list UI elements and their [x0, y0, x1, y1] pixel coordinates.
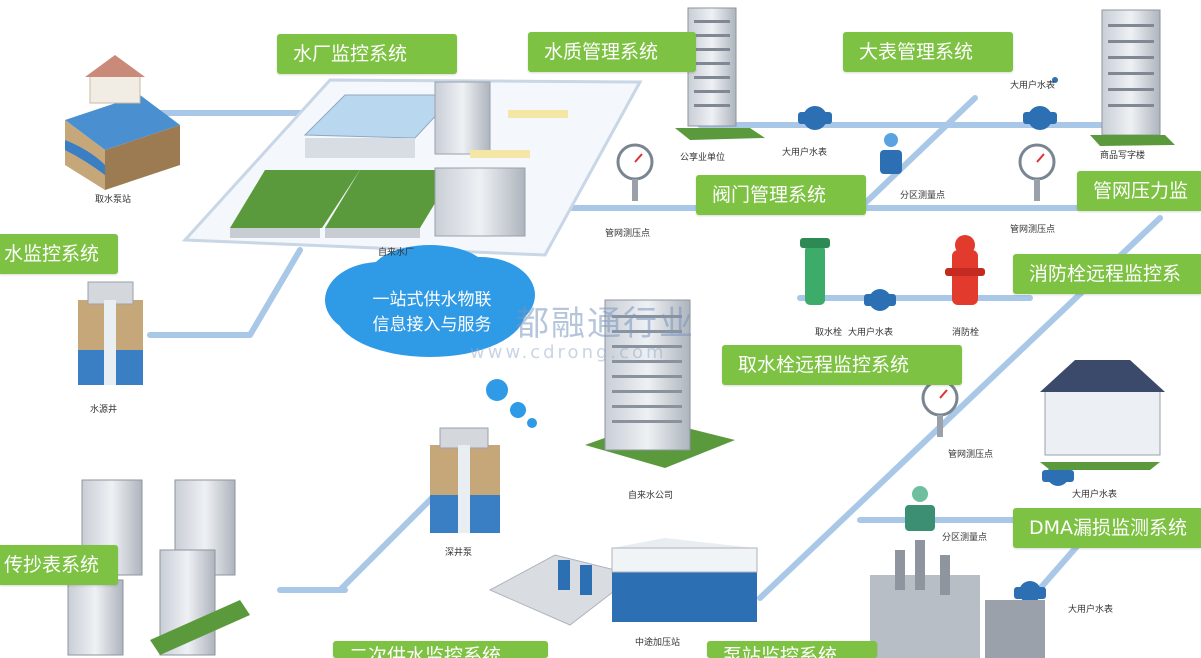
water-well-caption: 水源井	[90, 405, 118, 415]
secondary-supply-system-label[interactable]: 二次供水监控系统	[333, 641, 548, 658]
watermark-text: 都融通行业	[515, 304, 695, 344]
pipe-pressure-point-caption-3: 管网测压点	[948, 450, 994, 460]
water-monitor-system-label[interactable]: 水监控系统	[0, 234, 118, 274]
cloud-text-line1: 一站式供水物联	[372, 290, 492, 310]
remote-meter-system-label[interactable]: 传抄表系统	[0, 545, 118, 585]
intake-hydrant-system-label[interactable]: 取水栓远程监控系统	[722, 345, 962, 385]
fire-hydrant-caption: 消防栓	[952, 328, 980, 338]
cloud-shape	[325, 245, 537, 428]
water-quality-system-label[interactable]: 水质管理系统	[528, 32, 696, 72]
zone-metering-caption-1: 分区测量点	[900, 191, 946, 201]
big-user-meter-caption-2: 大用户水表	[1010, 81, 1056, 91]
relay-pump-station-caption: 中途加压站	[635, 638, 681, 648]
hydrant-icons	[800, 235, 985, 305]
pipe-pressure-point-caption-1: 管网测压点	[605, 229, 651, 239]
pipe-pressure-system-label[interactable]: 管网压力监	[1077, 171, 1201, 211]
big-meter-system-label[interactable]: 大表管理系统	[843, 32, 1013, 72]
watermark-url: www.cdrong.com	[470, 342, 667, 363]
zone-metering-icons	[880, 133, 935, 531]
residential-buildings	[67, 479, 250, 656]
dma-system-label[interactable]: DMA漏损监测系统	[1013, 508, 1201, 548]
industrial-plant	[870, 540, 1045, 658]
commercial-building-caption: 商品写字楼	[1100, 151, 1146, 161]
cloud-text-line2: 信息接入与服务	[372, 315, 492, 335]
well-illustrations	[78, 281, 500, 533]
big-user-meter-icons	[798, 77, 1074, 603]
water-company-building	[585, 299, 735, 468]
big-user-meter-caption-1: 大用户水表	[782, 148, 828, 158]
water-plant-caption: 自来水厂	[378, 248, 415, 258]
zone-metering-caption-2: 分区测量点	[942, 533, 988, 543]
pipe-pressure-point-caption-2: 管网测压点	[1010, 225, 1056, 235]
public-institution-building	[675, 7, 765, 140]
water-plant-illustration	[181, 78, 643, 257]
commercial-building	[1090, 9, 1175, 146]
relay-pump-station	[488, 538, 758, 626]
intake-hydrant-caption: 取水栓	[815, 328, 843, 338]
big-user-meter-caption-4: 大用户水表	[1072, 490, 1118, 500]
water-plant-system-label[interactable]: 水厂监控系统	[277, 34, 457, 74]
big-user-meter-caption-5: 大用户水表	[1068, 605, 1114, 615]
water-company-caption: 自来水公司	[628, 491, 674, 501]
public-institution-caption: 公享业单位	[680, 153, 726, 163]
intake-pump-station-illustration	[65, 55, 180, 190]
fire-hydrant-system-label[interactable]: 消防栓远程监控系	[1013, 254, 1201, 294]
deep-well-caption: 深井泵	[445, 548, 473, 558]
dma-house	[1040, 360, 1165, 470]
valve-system-label[interactable]: 阀门管理系统	[696, 175, 866, 215]
pressure-gauge-icons	[616, 143, 1056, 437]
pump-station-system-label[interactable]: 泵站监控系统	[707, 641, 877, 658]
intake-pump-station-caption: 取水泵站	[95, 195, 132, 205]
big-user-meter-caption-3: 大用户水表	[848, 328, 894, 338]
